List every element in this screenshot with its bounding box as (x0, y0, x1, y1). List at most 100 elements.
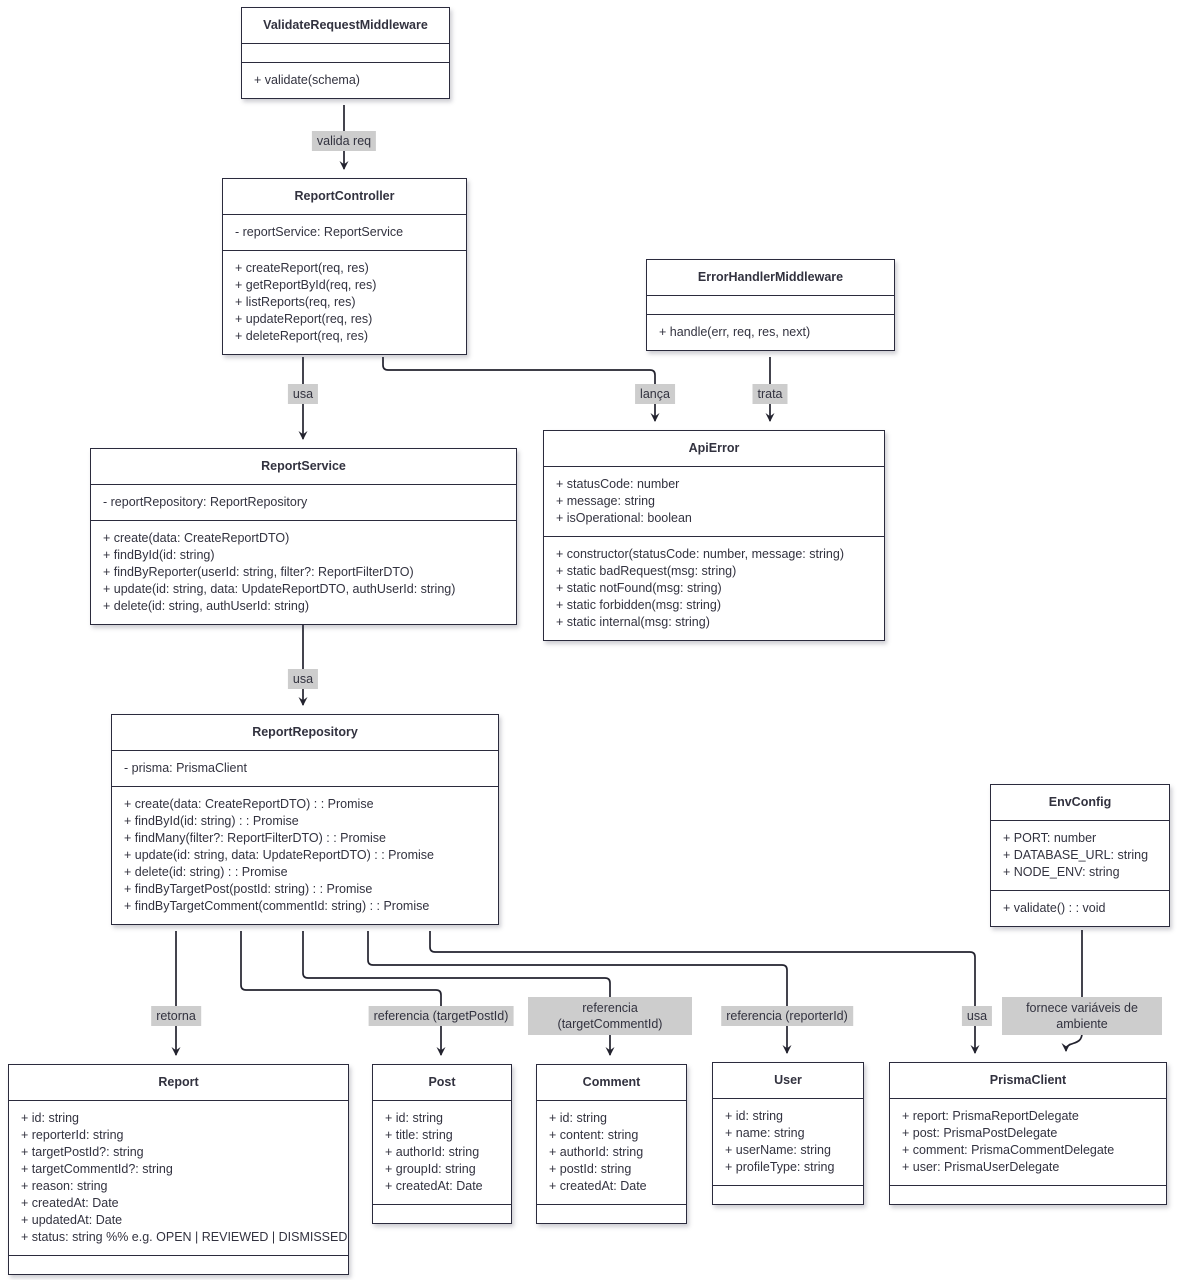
edge-label-usa-repository-prisma: usa (961, 1006, 993, 1026)
class-title: Post (428, 1075, 456, 1089)
edge-label-referencia-target-post: referencia (targetPostId) (368, 1006, 514, 1026)
class-member: + postId: string (549, 1162, 632, 1176)
class-member: + name: string (725, 1126, 805, 1140)
class-attributes: - reportRepository: ReportRepository (91, 484, 516, 520)
class-methods: + create(data: CreateReportDTO) + findByI… (91, 520, 516, 624)
class-member: + authorId: string (385, 1145, 480, 1159)
class-member: + delete(id: string) : : Promise (124, 865, 288, 879)
class-attributes: + id: string + content: string + authorId:… (537, 1100, 686, 1204)
class-attributes: + id: string + title: string + authorId: s… (373, 1100, 511, 1204)
class-member: + listReports(req, res) (235, 295, 356, 309)
class-member: + targetPostId?: string (21, 1145, 144, 1159)
class-title: ValidateRequestMiddleware (263, 18, 428, 32)
class-member: + create(data: CreateReportDTO) (103, 531, 290, 545)
class-member: + id: string (21, 1111, 80, 1125)
class-report: Report + id: string+ reporterId: string+… (8, 1064, 349, 1275)
class-attributes: + statusCode: number+ message: string+ i… (544, 466, 884, 536)
edge-label-trata: trata (752, 384, 788, 404)
class-title: EnvConfig (1048, 795, 1112, 809)
class-member: + createdAt: Date (549, 1179, 647, 1193)
class-user: User + id: string+ name: string+ userNam… (712, 1062, 864, 1205)
class-member: + validate(schema) (254, 73, 360, 87)
class-member: + user: PrismaUserDelegate (902, 1160, 1060, 1174)
class-attributes: + id: string + reporterId: string + target… (9, 1100, 348, 1255)
class-member: + findByReporter(userId: string, filter?… (103, 565, 414, 579)
class-methods: + validate() : : void (991, 890, 1169, 926)
class-member: + comment: PrismaCommentDelegate (902, 1143, 1115, 1157)
class-validate-request-middleware: ValidateRequestMiddleware + validate(sch… (241, 7, 450, 99)
class-member: + static badRequest(msg: string) (556, 564, 737, 578)
class-title: ErrorHandlerMiddleware (697, 270, 844, 284)
class-attributes: + id: string+ name: string+ userName: st… (713, 1098, 863, 1185)
class-member: + status: string %% e.g. OPEN | REVIEWED… (21, 1230, 348, 1244)
class-member: + authorId: string (549, 1145, 644, 1159)
class-member: + id: string (549, 1111, 608, 1125)
class-methods: + handle(err, req, res, next) (647, 314, 894, 350)
class-member: - reportService: ReportService (235, 225, 404, 239)
edge-repository-to-comment (302, 931, 615, 1056)
edge-repository-to-post (240, 931, 446, 1056)
class-attributes: + PORT: number+ DATABASE_URL: string+ NO… (991, 820, 1169, 890)
edge-label-usa-service-repository: usa (287, 669, 319, 689)
class-member: + create(data: CreateReportDTO) : : Prom… (124, 797, 374, 811)
class-member: + findById(id: string) (103, 548, 215, 562)
class-member: + validate() : : void (1003, 901, 1106, 915)
class-member: + reporterId: string (21, 1128, 124, 1142)
class-attributes: - reportService: ReportService (223, 214, 466, 250)
edge-label-fornece-variaveis: fornece variáveis de ambiente (1002, 997, 1162, 1035)
class-methods (713, 1185, 863, 1204)
class-post: Post + id: string + title: string + author… (372, 1064, 512, 1224)
class-methods: + constructor(statusCode: number, messag… (544, 536, 884, 640)
class-member: + profileType: string (725, 1160, 835, 1174)
class-member: + createdAt: Date (385, 1179, 483, 1193)
class-report-service: ReportService - reportRepository: Report… (90, 448, 517, 625)
class-title: ReportService (261, 459, 346, 473)
class-methods (373, 1204, 511, 1223)
class-member: + statusCode: number (556, 477, 680, 491)
class-member: + findById(id: string) : : Promise (124, 814, 299, 828)
class-attributes (242, 43, 449, 62)
class-member: + report: PrismaReportDelegate (902, 1109, 1079, 1123)
class-member: + isOperational: boolean (556, 511, 692, 525)
class-member: + handle(err, req, res, next) (659, 325, 811, 339)
class-member: + constructor(statusCode: number, messag… (556, 547, 844, 561)
class-member: + findByTargetComment(commentId: string)… (124, 899, 430, 913)
class-member: + userName: string (725, 1143, 831, 1157)
class-attributes: - prisma: PrismaClient (112, 750, 498, 786)
class-member: + DATABASE_URL: string (1003, 848, 1149, 862)
class-methods: + createReport(req, res)+ getReportById(… (223, 250, 466, 354)
class-methods: + validate(schema) (242, 62, 449, 98)
edge-label-lanca: lança (635, 384, 675, 404)
class-member: - reportRepository: ReportRepository (103, 495, 308, 509)
class-member: + updatedAt: Date (21, 1213, 123, 1227)
edge-repository-to-prisma (429, 931, 980, 1054)
edge-label-usa-controller-service: usa (287, 384, 319, 404)
class-report-controller: ReportController - reportService: Report… (222, 178, 467, 355)
class-api-error: ApiError + statusCode: number+ message: … (543, 430, 885, 641)
class-title: ReportRepository (252, 725, 358, 739)
class-title: Comment (582, 1075, 641, 1089)
class-member: + id: string (385, 1111, 444, 1125)
class-methods (9, 1255, 348, 1274)
class-attributes: + report: PrismaReportDelegate + post: Pr… (890, 1098, 1166, 1185)
class-env-config: EnvConfig + PORT: number + DATABASE_URL: … (990, 784, 1170, 927)
class-member: + update(id: string, data: UpdateReportD… (103, 582, 456, 596)
class-title: User (774, 1073, 802, 1087)
class-member: + delete(id: string, authUserId: string) (103, 599, 309, 613)
edge-repository-to-user (367, 931, 792, 1054)
class-comment: Comment + id: string + content: string + a… (536, 1064, 687, 1224)
class-member: + update(id: string, data: UpdateReportD… (124, 848, 434, 862)
class-member: + updateReport(req, res) (235, 312, 373, 326)
class-member: + title: string (385, 1128, 453, 1142)
class-report-repository: ReportRepository - prisma: PrismaClient … (111, 714, 499, 925)
class-prisma-client: PrismaClient + report: PrismaReportDeleg… (889, 1062, 1167, 1205)
class-member: - prisma: PrismaClient (124, 761, 247, 775)
class-title: Report (158, 1075, 199, 1089)
class-member: + PORT: number (1003, 831, 1097, 845)
class-member: + content: string (549, 1128, 639, 1142)
class-member: + post: PrismaPostDelegate (902, 1126, 1058, 1140)
class-member: + findMany(filter?: ReportFilterDTO) : :… (124, 831, 386, 845)
class-member: + groupId: string (385, 1162, 476, 1176)
class-title: PrismaClient (989, 1073, 1067, 1087)
